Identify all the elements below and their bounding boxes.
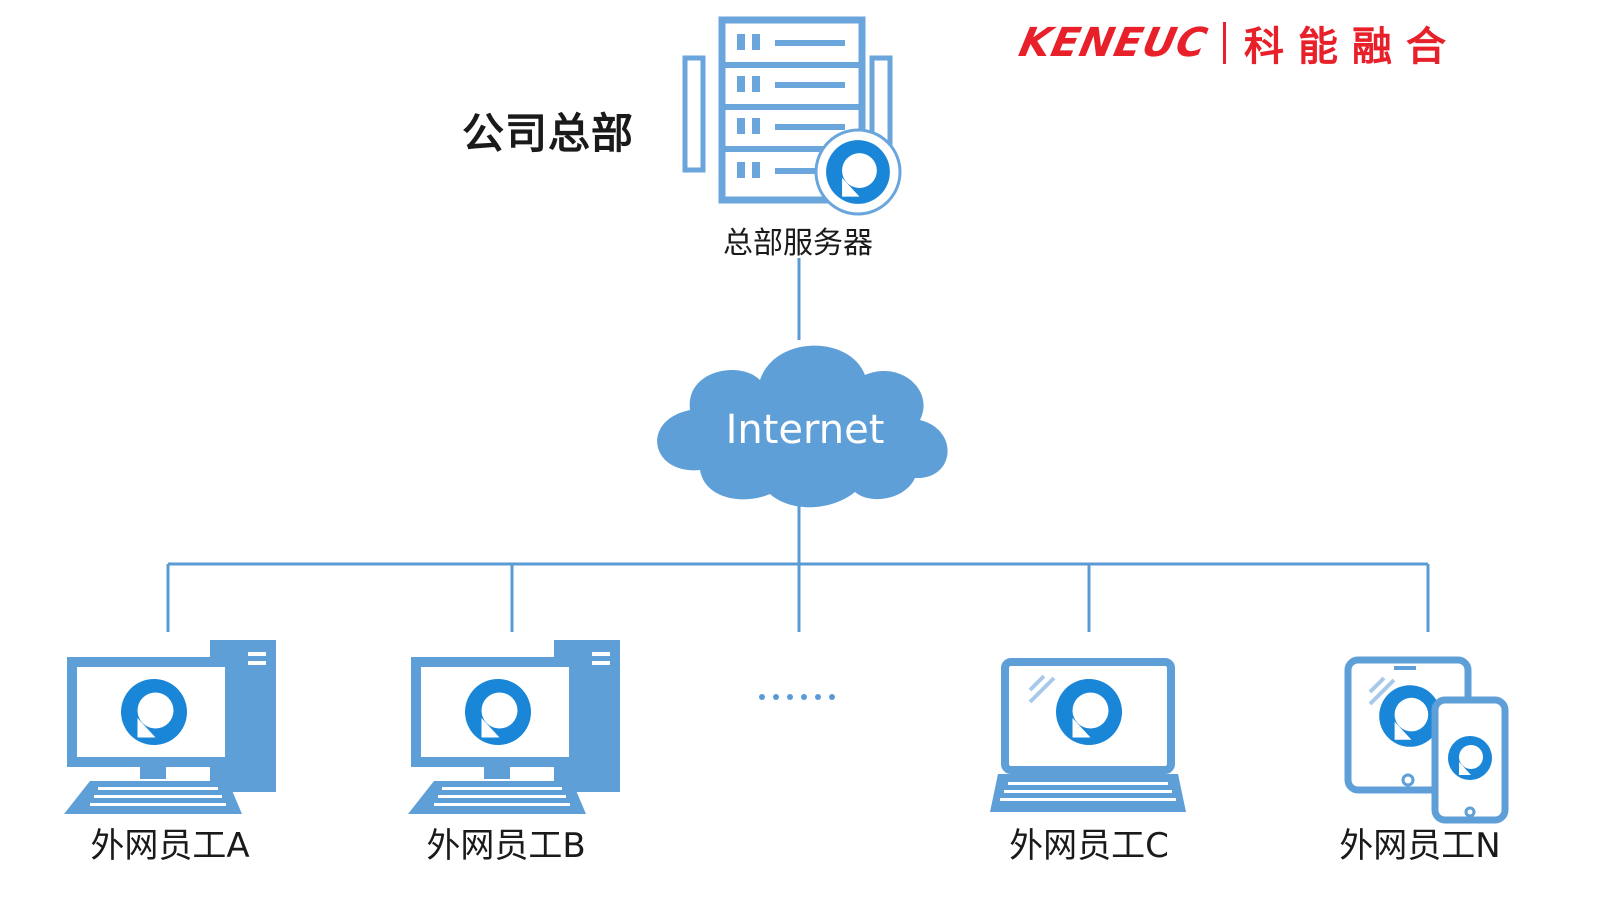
tablet-and-phone-icon	[1344, 656, 1509, 824]
client-label-a: 外网员工A	[90, 826, 250, 866]
laptop-icon	[990, 658, 1186, 812]
client-label-b: 外网员工B	[426, 826, 586, 866]
brand-name-cn: 科能融合	[1243, 24, 1460, 70]
desktop-computer-icon	[64, 640, 276, 814]
connection-lines	[166, 258, 1430, 632]
headquarters-title: 公司总部	[462, 109, 635, 158]
brand-logo: KENEUC 科能融合	[1015, 16, 1460, 70]
internet-cloud-icon	[657, 345, 948, 508]
brand-divider	[1222, 22, 1226, 64]
desktop-computer-icon	[408, 640, 620, 814]
client-label-c: 外网员工C	[1009, 826, 1169, 866]
client-app-icon	[826, 140, 890, 204]
headquarters-server-icon	[682, 16, 902, 216]
internet-label: Internet	[725, 407, 885, 453]
brand-name-en: KENEUC	[1015, 20, 1212, 66]
more-clients-ellipsis	[759, 694, 835, 700]
client-label-n: 外网员工N	[1339, 826, 1501, 866]
server-label: 总部服务器	[723, 226, 873, 261]
